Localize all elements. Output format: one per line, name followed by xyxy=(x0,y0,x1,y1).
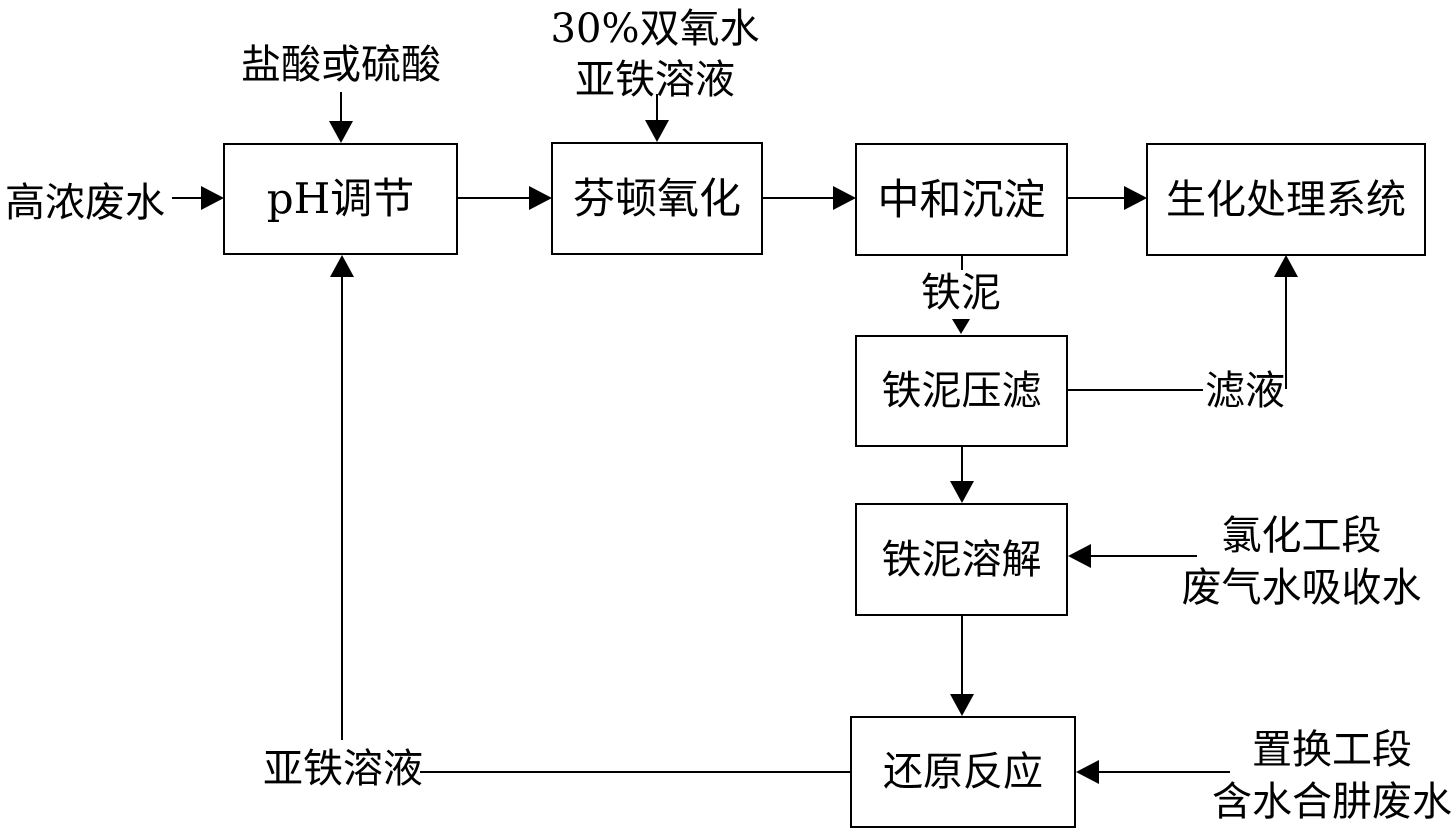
process-box-press: 铁泥压滤 xyxy=(855,335,1068,447)
process-box-fenton-label: 芬顿氧化 xyxy=(572,173,741,223)
arrowhead-right-influent-icon xyxy=(201,186,224,210)
line-acid-down xyxy=(340,92,342,122)
process-box-dissolve-label: 铁泥溶解 xyxy=(881,536,1042,583)
arrowhead-right-ph-fenton-icon xyxy=(529,186,552,210)
annotation-chlorination-line2: 废气水吸收水 xyxy=(1181,565,1422,611)
process-box-press-label: 铁泥压滤 xyxy=(881,368,1042,414)
arrowhead-right-fenton-neutralize-icon xyxy=(833,186,856,210)
arrowhead-down-press-dissolve-icon xyxy=(950,481,974,503)
arrowhead-down-dissolve-reduce-icon xyxy=(950,694,974,716)
line-press-dissolve xyxy=(961,447,963,482)
process-box-reduce-label: 还原反应 xyxy=(883,749,1043,795)
annotation-filtrate: 滤液 xyxy=(1205,368,1285,414)
process-box-bio-label: 生化处理系统 xyxy=(1166,176,1406,223)
line-peroxide-down xyxy=(656,94,658,121)
process-box-bio: 生化处理系统 xyxy=(1146,143,1426,256)
line-dissolve-reduce xyxy=(961,616,963,695)
line-neutralize-sludge xyxy=(961,256,963,270)
annotation-chlorination-line1: 氯化工段 xyxy=(1221,513,1382,559)
annotation-peroxide-line2: 亚铁溶液 xyxy=(575,57,735,103)
process-box-neutralize-label: 中和沉淀 xyxy=(877,174,1046,224)
line-chlorination-in xyxy=(1089,555,1197,557)
arrowhead-up-ferrous-ph-icon xyxy=(330,255,354,277)
arrowhead-down-acid-icon xyxy=(329,121,353,143)
line-neutralize-bio xyxy=(1068,197,1125,199)
line-filtrate-up xyxy=(1285,277,1287,389)
line-fenton-neutralize xyxy=(763,197,834,199)
process-box-reduce: 还原反应 xyxy=(850,716,1076,828)
annotation-displacement: 置换工段 含水合肼废水 xyxy=(1211,724,1452,828)
process-box-neutralize: 中和沉淀 xyxy=(855,143,1068,256)
process-box-ph: pH调节 xyxy=(223,143,458,255)
annotation-displacement-line2: 含水合肼废水 xyxy=(1212,779,1452,825)
arrowhead-down-sludge-press-icon xyxy=(952,319,970,334)
arrowhead-down-peroxide-icon xyxy=(645,120,669,142)
line-ferrous-recycle-up xyxy=(341,277,343,740)
annotation-influent: 高浓废水 xyxy=(5,180,165,226)
line-ph-fenton xyxy=(458,197,530,199)
annotation-displacement-line1: 置换工段 xyxy=(1252,727,1412,773)
arrowhead-up-filtrate-bio-icon xyxy=(1274,255,1298,277)
arrowhead-right-neutralize-bio-icon xyxy=(1124,186,1147,210)
annotation-chlorination: 氯化工段 废气水吸收水 xyxy=(1181,510,1422,614)
line-displacement-in xyxy=(1097,771,1230,773)
arrowhead-left-chlorination-icon xyxy=(1068,544,1091,568)
process-box-ph-label: pH调节 xyxy=(266,174,415,223)
annotation-peroxide: 30%双氧水 亚铁溶液 xyxy=(543,4,767,106)
annotation-peroxide-line1: 30%双氧水 xyxy=(550,6,760,52)
annotation-acid: 盐酸或硫酸 xyxy=(241,42,441,88)
line-influent xyxy=(172,197,203,199)
process-box-fenton: 芬顿氧化 xyxy=(551,142,763,255)
annotation-iron-sludge: 铁泥 xyxy=(921,270,1001,316)
line-press-filtrate xyxy=(1068,389,1203,391)
annotation-ferrous-recycle: 亚铁溶液 xyxy=(263,746,423,792)
process-box-dissolve: 铁泥溶解 xyxy=(855,503,1068,616)
line-ferrous-recycle-horizontal xyxy=(420,771,850,773)
arrowhead-left-displacement-icon xyxy=(1076,760,1099,784)
